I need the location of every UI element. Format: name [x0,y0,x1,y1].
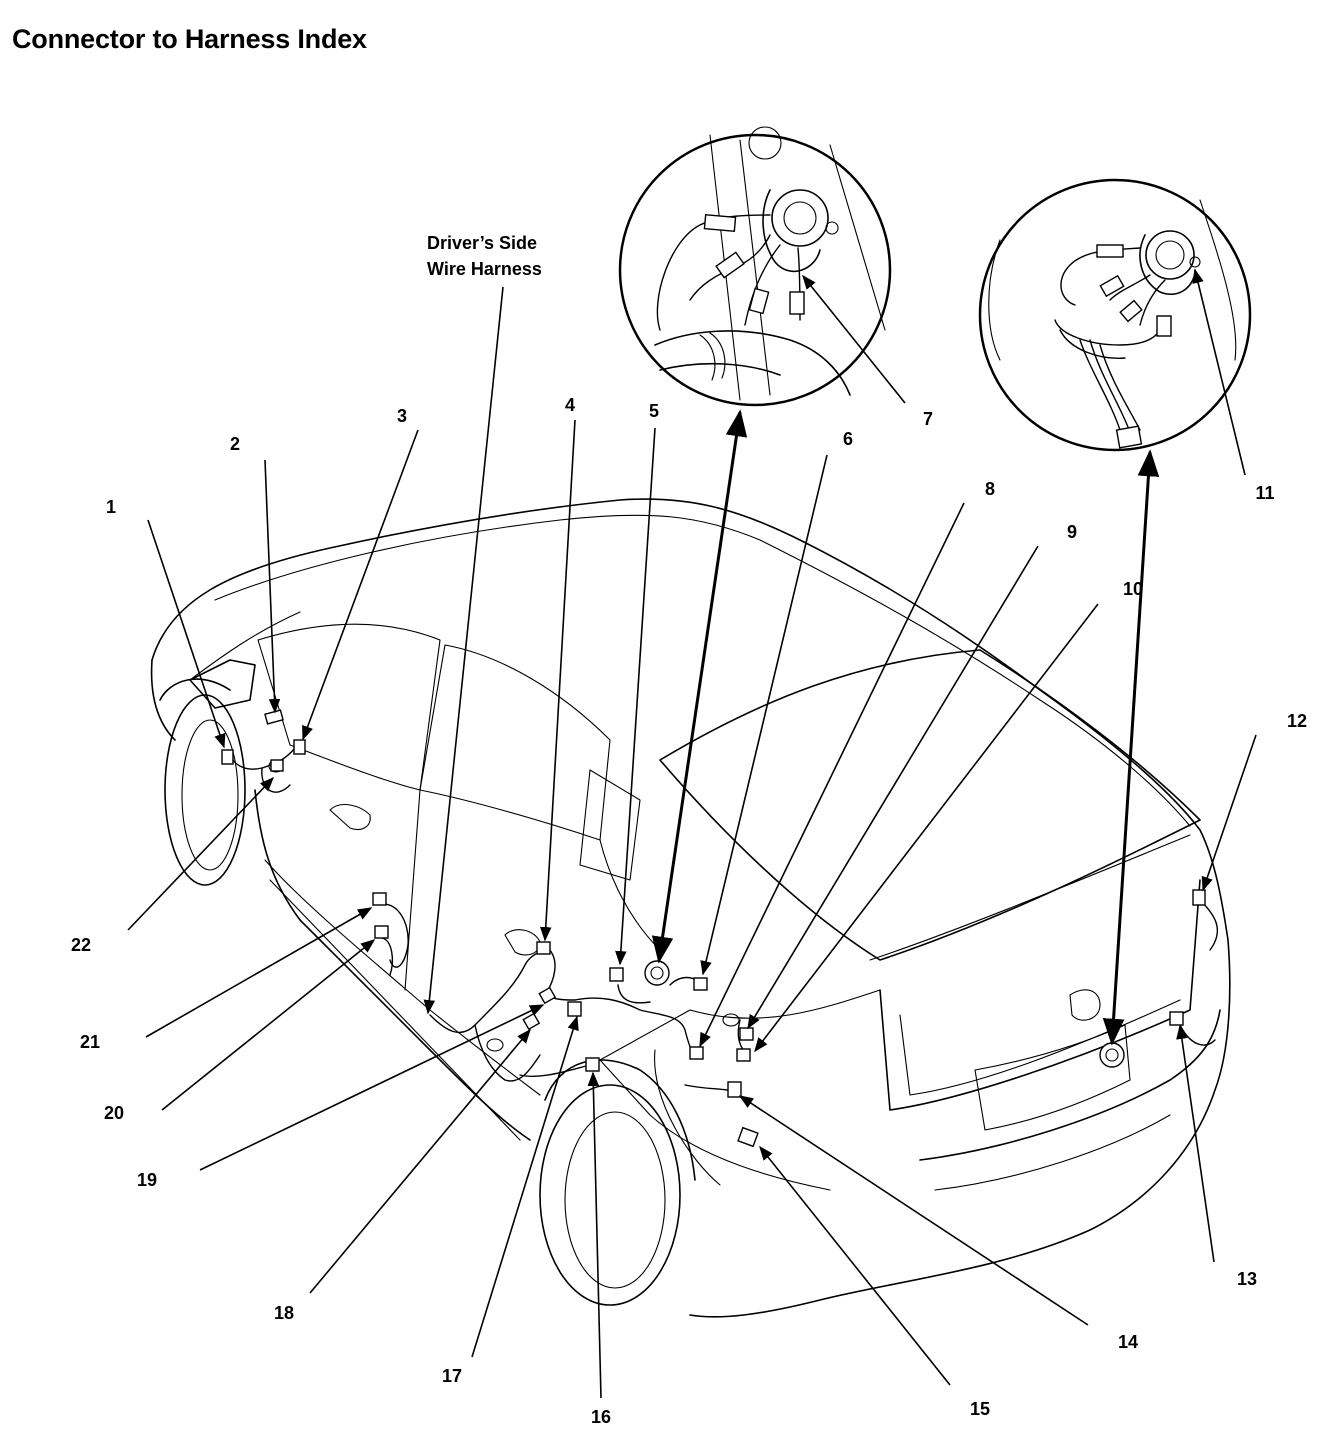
callout-11: 11 [1192,268,1275,503]
callout-number-5: 5 [649,401,659,421]
callout-leader-3 [302,429,419,741]
callout-14: 14 [738,1095,1138,1352]
harness-label-line1: Driver’s Side [427,233,537,253]
callout-7: 7 [802,274,933,429]
harness-label-leader [423,286,504,1015]
callout-3: 3 [302,406,419,741]
callout-number-9: 9 [1067,522,1077,542]
callout-6: 6 [700,429,853,976]
callout-5: 5 [615,401,659,966]
callout-leader-19 [199,1004,545,1171]
callout-leader-2 [264,459,281,714]
callout-number-20: 20 [104,1103,124,1123]
callout-19: 19 [137,1004,545,1190]
callout-1: 1 [106,497,226,749]
detail-link-7 [651,409,748,964]
detail-link-11 [1102,449,1160,1046]
callout-leader-5 [615,427,656,966]
callout-number-3: 3 [397,406,407,426]
callout-leader-15 [759,1145,951,1386]
callout-leader-13 [1176,1024,1215,1263]
detail-view-11 [978,178,1252,452]
callout-leader-7 [802,274,906,404]
callout-number-19: 19 [137,1170,157,1190]
callout-leader-12 [1201,734,1257,892]
callout-leader-20 [161,939,376,1111]
callout-number-10: 10 [1123,579,1143,599]
callout-leader-10 [754,603,1099,1053]
callout-leader-1 [147,519,226,749]
callout-15: 15 [759,1145,990,1419]
callout-number-18: 18 [274,1303,294,1323]
callout-number-14: 14 [1118,1332,1138,1352]
page-title: Connector to Harness Index [12,24,367,54]
callout-number-21: 21 [80,1032,100,1052]
callout-4: 4 [539,395,576,942]
callout-21: 21 [80,907,373,1052]
callout-number-7: 7 [923,409,933,429]
callout-leader-21 [145,907,373,1038]
callout-13: 13 [1176,1024,1257,1289]
callout-2: 2 [230,434,281,714]
callout-leader-9 [747,545,1039,1030]
harness-label-line2: Wire Harness [427,259,542,279]
callout-number-16: 16 [591,1407,611,1427]
callout-leader-17 [471,1015,579,1358]
callout-leader-14 [738,1095,1089,1326]
wire-harness-routing [227,747,1219,1093]
callout-number-13: 13 [1237,1269,1257,1289]
callout-number-11: 11 [1255,483,1274,503]
callout-leader-6 [700,454,828,976]
callout-number-4: 4 [565,395,575,415]
detail-view-7 [618,126,892,407]
callout-number-8: 8 [985,479,995,499]
callout-number-12: 12 [1287,711,1307,731]
callout-17: 17 [442,1015,579,1386]
callout-leader-18 [309,1028,531,1294]
callout-number-6: 6 [843,429,853,449]
callout-8: 8 [699,479,995,1048]
callout-number-1: 1 [106,497,116,517]
callout-number-2: 2 [230,434,240,454]
vehicle-outline [150,498,1231,1318]
callout-number-22: 22 [71,935,91,955]
callout-22: 22 [71,776,274,955]
callout-number-17: 17 [442,1366,462,1386]
callout-20: 20 [104,939,376,1123]
callout-9: 9 [747,522,1077,1030]
callout-leader-11 [1192,268,1246,476]
callout-leader-16 [587,1071,602,1399]
callout-number-15: 15 [970,1399,990,1419]
callout-16: 16 [587,1071,611,1427]
callout-10: 10 [754,579,1143,1053]
callout-leader-4 [539,419,576,942]
callout-18: 18 [274,1028,531,1323]
callout-leader-22 [127,776,274,931]
callout-12: 12 [1201,711,1307,892]
callout-leader-8 [699,502,965,1048]
